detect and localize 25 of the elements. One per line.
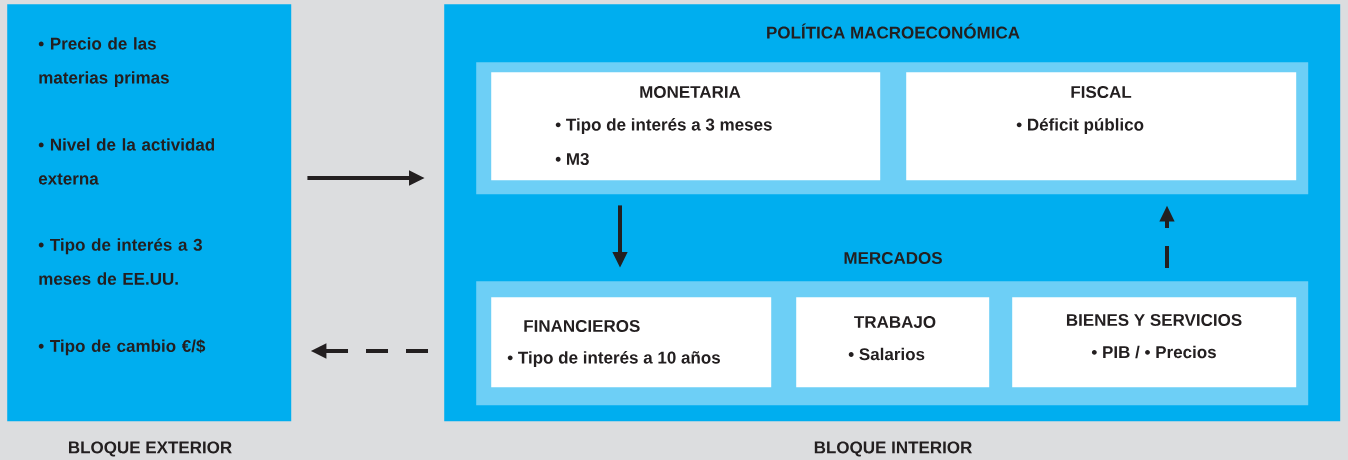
content-box bbox=[906, 72, 1297, 181]
bullet-item: • Precio de las materias primas bbox=[38, 37, 169, 88]
heading: TRABAJO bbox=[854, 315, 936, 328]
bullet-item: • Nivel de la actividad externa bbox=[38, 138, 215, 185]
heading: POLÍTICA MACROECONÓMICA bbox=[767, 23, 1020, 39]
block-label: BLOQUE EXTERIOR bbox=[69, 441, 232, 457]
bullet-item: • Tipo de interés a 3 meses bbox=[555, 118, 772, 134]
heading: MONETARIA bbox=[640, 86, 741, 98]
heading: MERCADOS bbox=[844, 251, 942, 264]
content-box bbox=[1012, 297, 1297, 388]
block-label: BLOQUE INTERIOR bbox=[814, 441, 972, 457]
bullet-item: • Salarios bbox=[848, 347, 925, 361]
bullet-item: • Tipo de cambio €/$ bbox=[38, 339, 206, 356]
content-box bbox=[491, 297, 772, 388]
bullet-item: • Tipo de interés a 10 años bbox=[507, 351, 720, 367]
heading: FINANCIEROS bbox=[524, 319, 640, 332]
heading: FISCAL bbox=[1071, 86, 1132, 98]
bullet-item: • M3 bbox=[555, 152, 589, 165]
content-box bbox=[796, 297, 990, 388]
bullet-item: • PIB / • Precios bbox=[1091, 345, 1216, 359]
bullet-item: • Tipo de interés a 3 meses de EE.UU. bbox=[38, 238, 202, 285]
content-box bbox=[491, 72, 881, 181]
heading: BIENES Y SERVICIOS bbox=[1066, 313, 1242, 326]
block-panel bbox=[7, 4, 292, 457]
bullet-item: • Déficit público bbox=[1016, 118, 1144, 134]
